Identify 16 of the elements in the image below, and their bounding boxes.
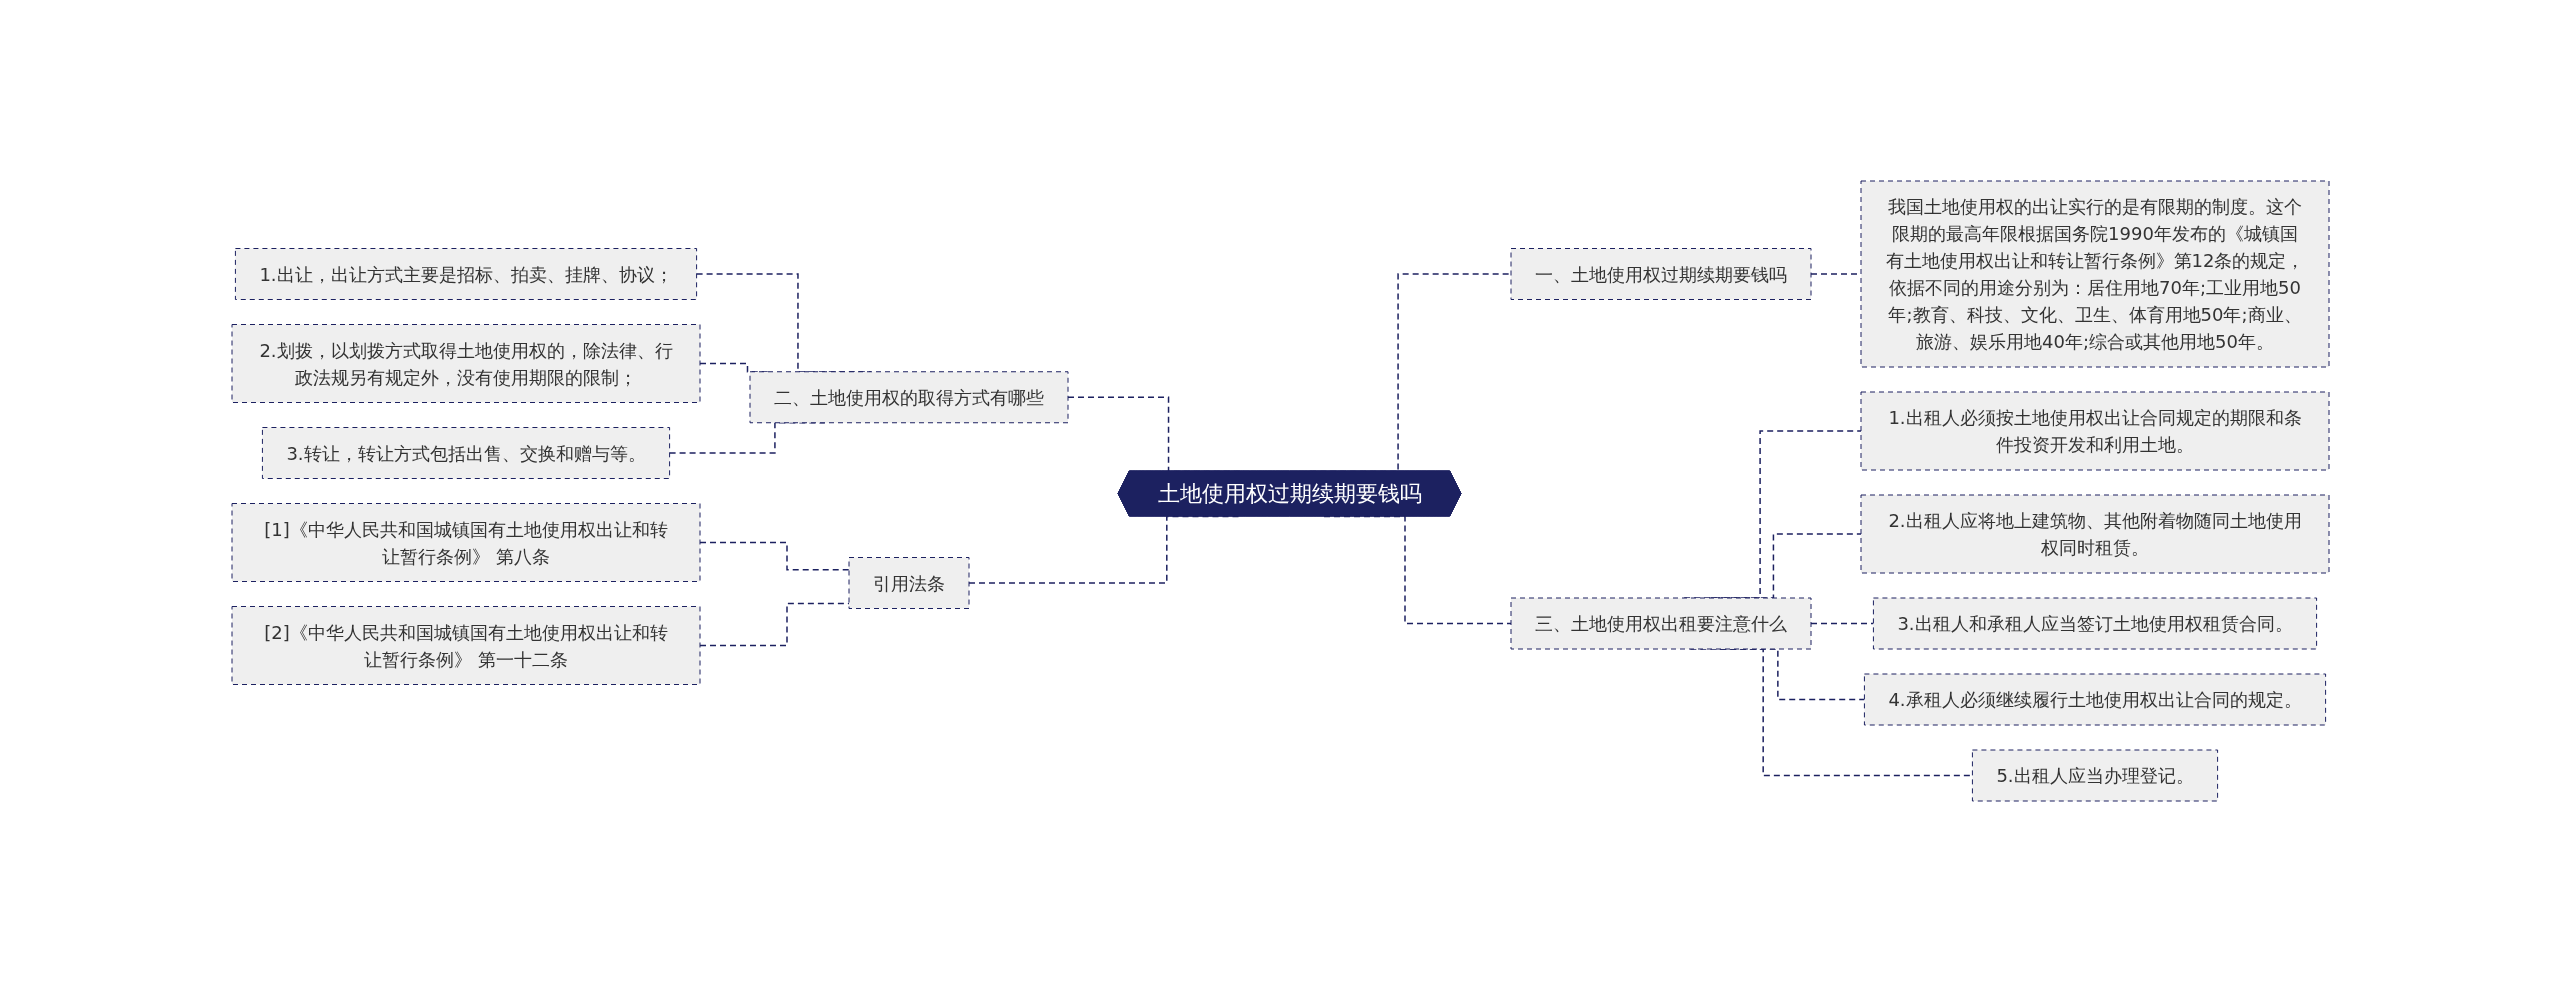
node-box: 5.出租人应当办理登记。 — [1971, 749, 2218, 802]
node-box: 二、土地使用权的取得方式有哪些 — [749, 371, 1068, 424]
node-box: 我国土地使用权的出让实行的是有限期的制度。这个限期的最高年限根据国务院1990年发布的《城镇国有土地使用权出让和转让暂行条例》第12条的规定，依据不同的用途分别为：居住用地70年;工业用地50年;教育、科技、文化、卫生、体育用地50年;商业、旅游、娱乐用地40年;综合或其他用地50年。 — [1860, 180, 2329, 368]
node-box: 3.转让，转让方式包括出售、交换和赠与等。 — [261, 427, 670, 479]
node-box: 三、土地使用权出租要注意什么 — [1510, 597, 1811, 650]
node-box: [2]《中华人民共和国城镇国有土地使用权出让和转让暂行条例》 第一十二条 — [231, 606, 700, 685]
node-box: 2.划拨，以划拨方式取得土地使用权的，除法律、行政法规另有规定外，没有使用期限的限制； — [231, 324, 700, 403]
node-box: 1.出租人必须按土地使用权出让合同规定的期限和条件投资开发和利用土地。 — [1860, 391, 2329, 471]
node-box: 1.出让，出让方式主要是招标、拍卖、挂牌、协议； — [234, 248, 697, 300]
node-box: [1]《中华人民共和国城镇国有土地使用权出让和转让暂行条例》 第八条 — [231, 503, 700, 582]
node-box: 3.出租人和承租人应当签订土地使用权租赁合同。 — [1872, 597, 2317, 650]
node-box: 2.出租人应将地上建筑物、其他附着物随同土地使用权同时租赁。 — [1860, 494, 2329, 574]
node-box: 4.承租人必须继续履行土地使用权出让合同的规定。 — [1863, 673, 2326, 726]
connector — [698, 541, 850, 571]
node-box: 引用法条 — [848, 557, 969, 609]
node-box: 一、土地使用权过期续期要钱吗 — [1510, 248, 1811, 300]
